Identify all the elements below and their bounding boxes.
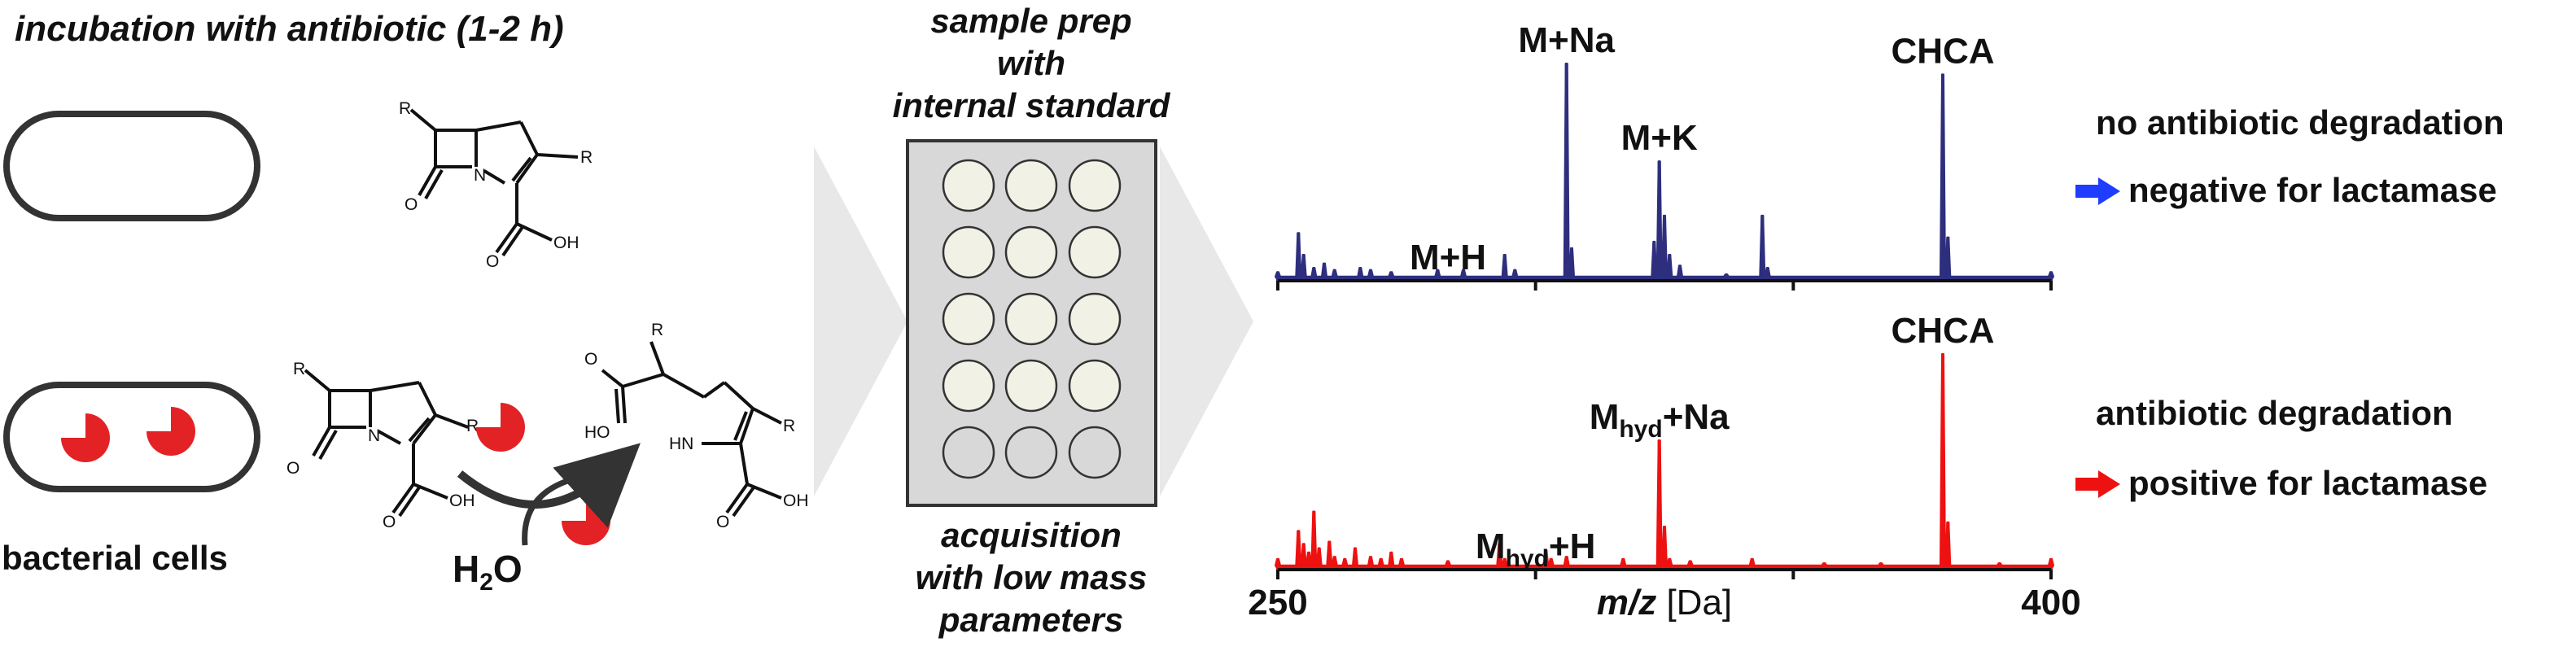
peak-label-text: M+Na: [1518, 20, 1615, 60]
oxygen-label: O: [286, 459, 300, 478]
peak-label-subscript: hyd: [1506, 545, 1549, 572]
well-filled: [1004, 159, 1058, 212]
r-group-label: R: [399, 99, 411, 118]
antibiotic-molecule: [304, 369, 469, 518]
degradation-label: antibiotic degradation: [2096, 394, 2453, 432]
well-empty: [1004, 426, 1058, 479]
peak-label-tail: +Na: [1663, 397, 1730, 437]
bacterial-cell-lactamase: [3, 382, 260, 492]
peak-label: M+Na: [1518, 20, 1615, 60]
x-axis-label-unit: [Da]: [1656, 583, 1732, 623]
peak-label-subscript: hyd: [1619, 416, 1662, 443]
oxygen-label: O: [584, 350, 597, 369]
blue-arrow-icon: [2075, 177, 2120, 205]
spectrum-no-degradation: M+H M+NaM+K CHCA: [1275, 20, 2054, 291]
hydroxyl-label: OH: [553, 234, 579, 252]
peak-label-text: M+H: [1410, 238, 1486, 277]
bacterial-cell-intact: [3, 111, 260, 221]
peak-label: CHCA: [1891, 311, 1994, 351]
x-axis-label: m/z [Da]: [1597, 583, 1732, 623]
oxygen-label: O: [383, 513, 396, 531]
r-group-label: R: [783, 417, 795, 435]
well-filled: [942, 225, 995, 279]
nitrogen-label: N: [368, 426, 380, 445]
sample-prep-line: sample prep: [930, 2, 1131, 40]
well-filled: [1004, 292, 1058, 346]
bacterial-cells-label: bacterial cells: [2, 539, 228, 577]
lactamase-enzyme-icon: [147, 407, 195, 456]
sample-prep-label: sample prep with internal standard: [893, 2, 1171, 125]
x-tick-label: 250: [1248, 583, 1307, 623]
r-group-label: R: [293, 360, 305, 378]
nitrogen-label: N: [474, 166, 486, 185]
water-tail: O: [493, 548, 523, 590]
well-empty: [942, 426, 995, 479]
process-chevron: [814, 146, 908, 496]
peak-label-text: M: [1476, 526, 1506, 566]
x-tick-label: 400: [2021, 583, 2080, 623]
water-base: H: [453, 548, 479, 590]
process-chevron: [1160, 146, 1253, 496]
peak-label: CHCA: [1891, 31, 1994, 71]
hydroxyl-label: OH: [449, 492, 475, 510]
hydrolyzed-molecule: [601, 341, 782, 518]
peak-label: Mhyd+Na: [1590, 397, 1730, 443]
peak-label-text: CHCA: [1891, 311, 1994, 351]
sample-prep-line: with: [997, 44, 1065, 82]
negative-result-label: negative for lactamase: [2128, 171, 2497, 209]
water-arrow: [522, 477, 571, 546]
r-group-label: R: [580, 148, 593, 167]
oxygen-label: O: [486, 252, 499, 271]
well-filled: [942, 159, 995, 212]
lactamase-enzyme-icon: [562, 496, 610, 545]
acquisition-line: with low mass: [916, 558, 1148, 596]
well-filled: [1068, 359, 1122, 413]
r-group-label: R: [466, 417, 479, 435]
well-filled: [1004, 359, 1058, 413]
r-group-label: R: [651, 321, 663, 339]
acquisition-line: acquisition: [941, 516, 1122, 554]
peak-label-text: M: [1590, 397, 1620, 437]
peak-label: M+H: [1410, 238, 1486, 277]
red-arrow-icon: [2075, 470, 2120, 498]
x-axis-label-variable: m/z: [1597, 583, 1656, 623]
positive-result-label: positive for lactamase: [2128, 464, 2487, 502]
peak-label: Mhyd+H: [1476, 526, 1595, 572]
well-filled: [942, 359, 995, 413]
incubation-label: incubation with antibiotic (1-2 h): [15, 9, 564, 49]
plate-wells: [942, 159, 1122, 479]
acquisition-label: acquisition with low mass parameters: [916, 516, 1148, 639]
oxygen-label: O: [405, 195, 418, 214]
acquisition-line: parameters: [938, 601, 1123, 639]
lactamase-enzyme-icon: [61, 413, 110, 462]
peak-label-tail: +H: [1549, 526, 1595, 566]
peak-label-text: CHCA: [1891, 31, 1994, 71]
sample-prep-line: internal standard: [893, 86, 1171, 125]
hydroxyl-label: HO: [584, 423, 610, 442]
peak-label-text: M+K: [1621, 118, 1698, 158]
lactamase-enzyme-icon: [476, 403, 525, 452]
no-degradation-label: no antibiotic degradation: [2096, 103, 2504, 142]
well-filled: [1004, 225, 1058, 279]
well-empty: [1068, 426, 1122, 479]
well-filled: [1068, 159, 1122, 212]
peak-label: M+K: [1621, 118, 1698, 158]
well-filled: [1068, 225, 1122, 279]
water-subscript: 2: [479, 569, 493, 596]
hydroxyl-label: OH: [783, 492, 809, 510]
well-filled: [942, 292, 995, 346]
well-filled: [1068, 292, 1122, 346]
oxygen-label: O: [716, 513, 729, 531]
water-label: H2O: [453, 548, 523, 596]
amine-label: HN: [669, 435, 693, 453]
antibiotic-molecule: [409, 108, 579, 257]
